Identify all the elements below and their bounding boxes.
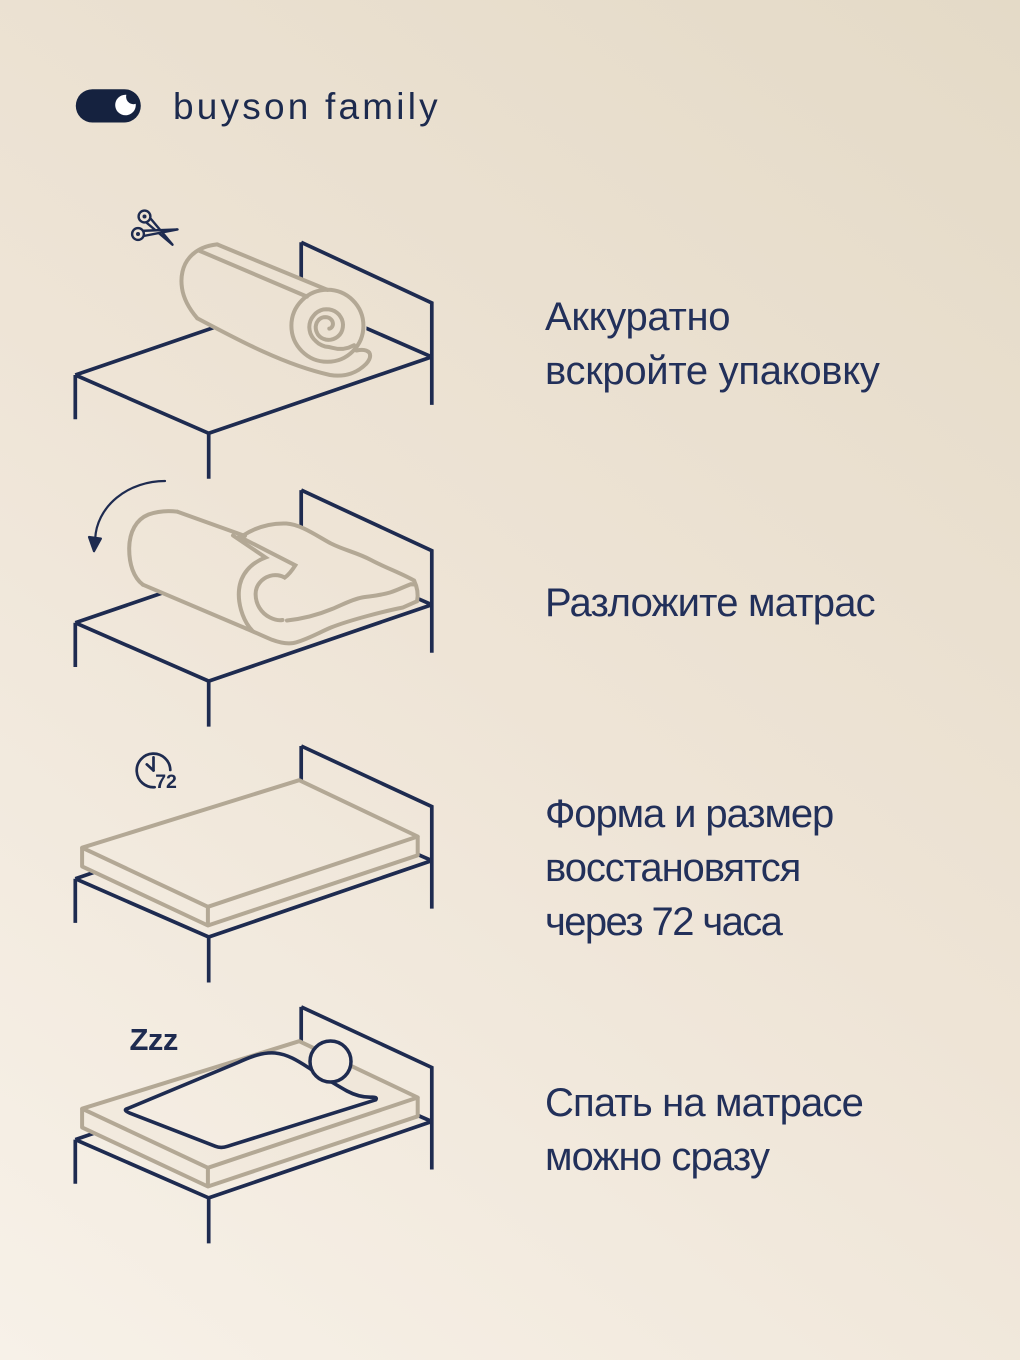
svg-text:72: 72 <box>155 771 177 793</box>
